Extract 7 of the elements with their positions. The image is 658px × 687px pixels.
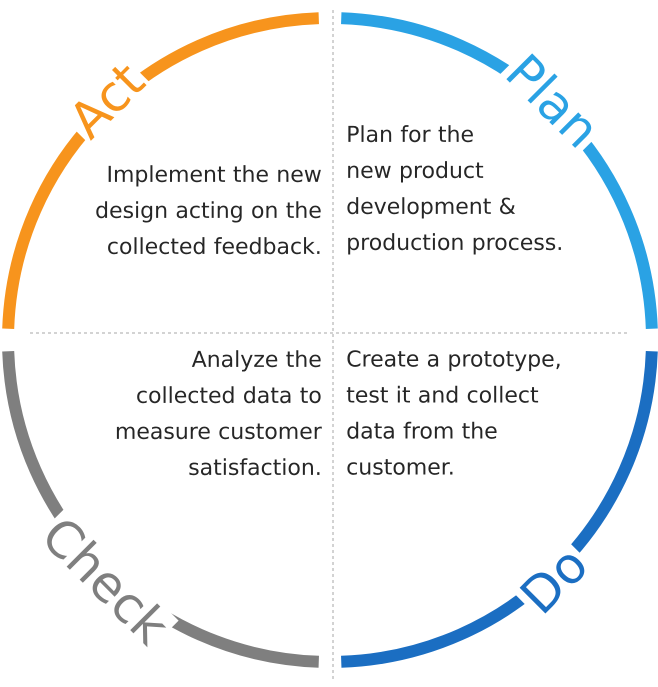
node-label: Implement the new design acting on the collected feedback. [96,165,321,254]
cycle-segment: Act Implement the new design acting on the collected feedback. [2,12,321,330]
node-label: Act [74,66,147,141]
node-label: Do [520,555,584,614]
cycle-segment: Do Create a prototype, test it and collect data from the customer. [340,350,658,668]
node-label: Create a prototype, test it and collect data from the customer. [346,350,560,475]
node-label: Analyze the collected data to measure customer satisfaction. [116,350,322,476]
